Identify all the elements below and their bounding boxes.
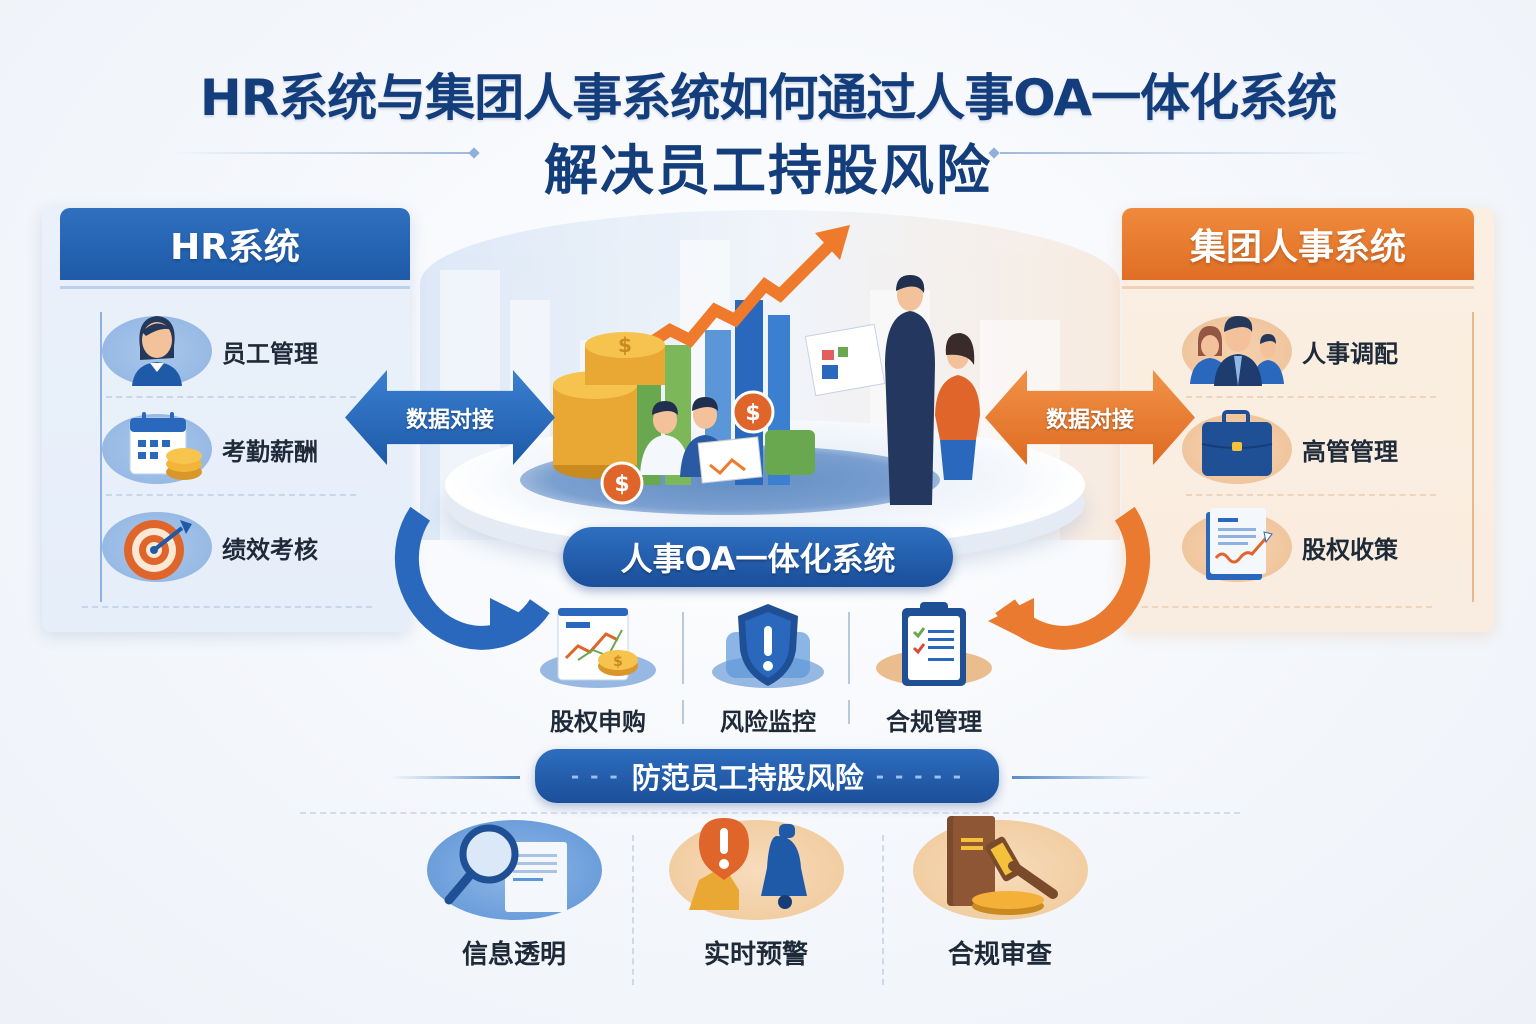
feature-risk-monitoring[interactable]: 风险监控: [698, 600, 838, 740]
risk-item-realtime-alert[interactable]: 实时预警: [666, 818, 846, 971]
group-hr-system-header: 集团人事系统: [1122, 208, 1474, 280]
hr-item-label: 考勤薪酬: [222, 437, 318, 466]
group-item-executive-management[interactable]: 高管管理: [1182, 404, 1482, 494]
feature-compliance-management[interactable]: 合规管理: [864, 600, 1004, 740]
prevent-risk-banner: - - - 防范员工持股风险 - - - - -: [535, 749, 999, 803]
group-item-label: 人事调配: [1302, 339, 1398, 368]
title-right-rule: [1000, 152, 1370, 154]
magnifier-document-icon: [426, 820, 602, 920]
feature-label: 股权申购: [550, 708, 646, 736]
title-left-rule: [170, 152, 470, 154]
female-employee-icon: [102, 316, 212, 386]
hr-item-label: 绩效考核: [222, 535, 318, 564]
chart-coin-icon: $: [538, 600, 658, 690]
risk-item-label: 实时预警: [703, 940, 808, 970]
hr-item-attendance-payroll[interactable]: 考勤薪酬: [102, 404, 402, 494]
calendar-coins-icon: [102, 412, 212, 484]
gavel-book-icon: [912, 816, 1088, 920]
svg-text:$: $: [614, 472, 629, 497]
hr-system-header: HR系统: [60, 208, 410, 280]
hr-item-label: 员工管理: [222, 339, 318, 368]
prevent-risk-label: 防范员工持股风险: [631, 761, 864, 795]
svg-text:$: $: [618, 333, 632, 357]
feature-label: 风险监控: [720, 708, 816, 736]
risk-item-label: 合规审查: [947, 940, 1052, 970]
briefcase-icon: [1182, 410, 1292, 484]
risk-item-transparency[interactable]: 信息透明: [424, 820, 604, 971]
feature-label: 合规管理: [886, 708, 982, 736]
risk-item-label: 信息透明: [461, 940, 566, 970]
svg-text:$: $: [745, 401, 760, 426]
data-sync-label: 数据对接: [405, 407, 494, 433]
group-item-label: 高管管理: [1302, 437, 1398, 466]
shield-alert-icon: [708, 600, 828, 690]
alert-bell-icon: [668, 818, 844, 920]
checklist-icon: [874, 600, 994, 690]
feature-equity-subscription[interactable]: $ 股权申购: [528, 600, 668, 740]
target-icon: [102, 512, 212, 582]
team-icon: [1182, 316, 1292, 386]
group-item-label: 股权收策: [1302, 535, 1398, 564]
hr-item-employee-management[interactable]: 员工管理: [102, 306, 402, 396]
main-title-line-2: 解决员工持股风险: [544, 139, 992, 202]
report-chart-icon: [1182, 508, 1292, 582]
hr-system-panel: HR系统 员工管理: [42, 208, 410, 632]
main-title-line-1: HR系统与集团人事系统如何通过人事OA一体化系统: [199, 69, 1337, 127]
risk-item-compliance-review[interactable]: 合规审查: [910, 816, 1090, 971]
data-sync-label: 数据对接: [1045, 407, 1134, 433]
growth-illustration: $ $ $: [553, 225, 980, 505]
svg-text:$: $: [613, 654, 623, 670]
oa-system-label: 人事OA一体化系统: [563, 527, 953, 587]
hr-item-performance[interactable]: 绩效考核: [102, 502, 402, 592]
group-item-personnel-allocation[interactable]: 人事调配: [1182, 306, 1482, 396]
group-item-equity-policy[interactable]: 股权收策: [1182, 502, 1482, 592]
